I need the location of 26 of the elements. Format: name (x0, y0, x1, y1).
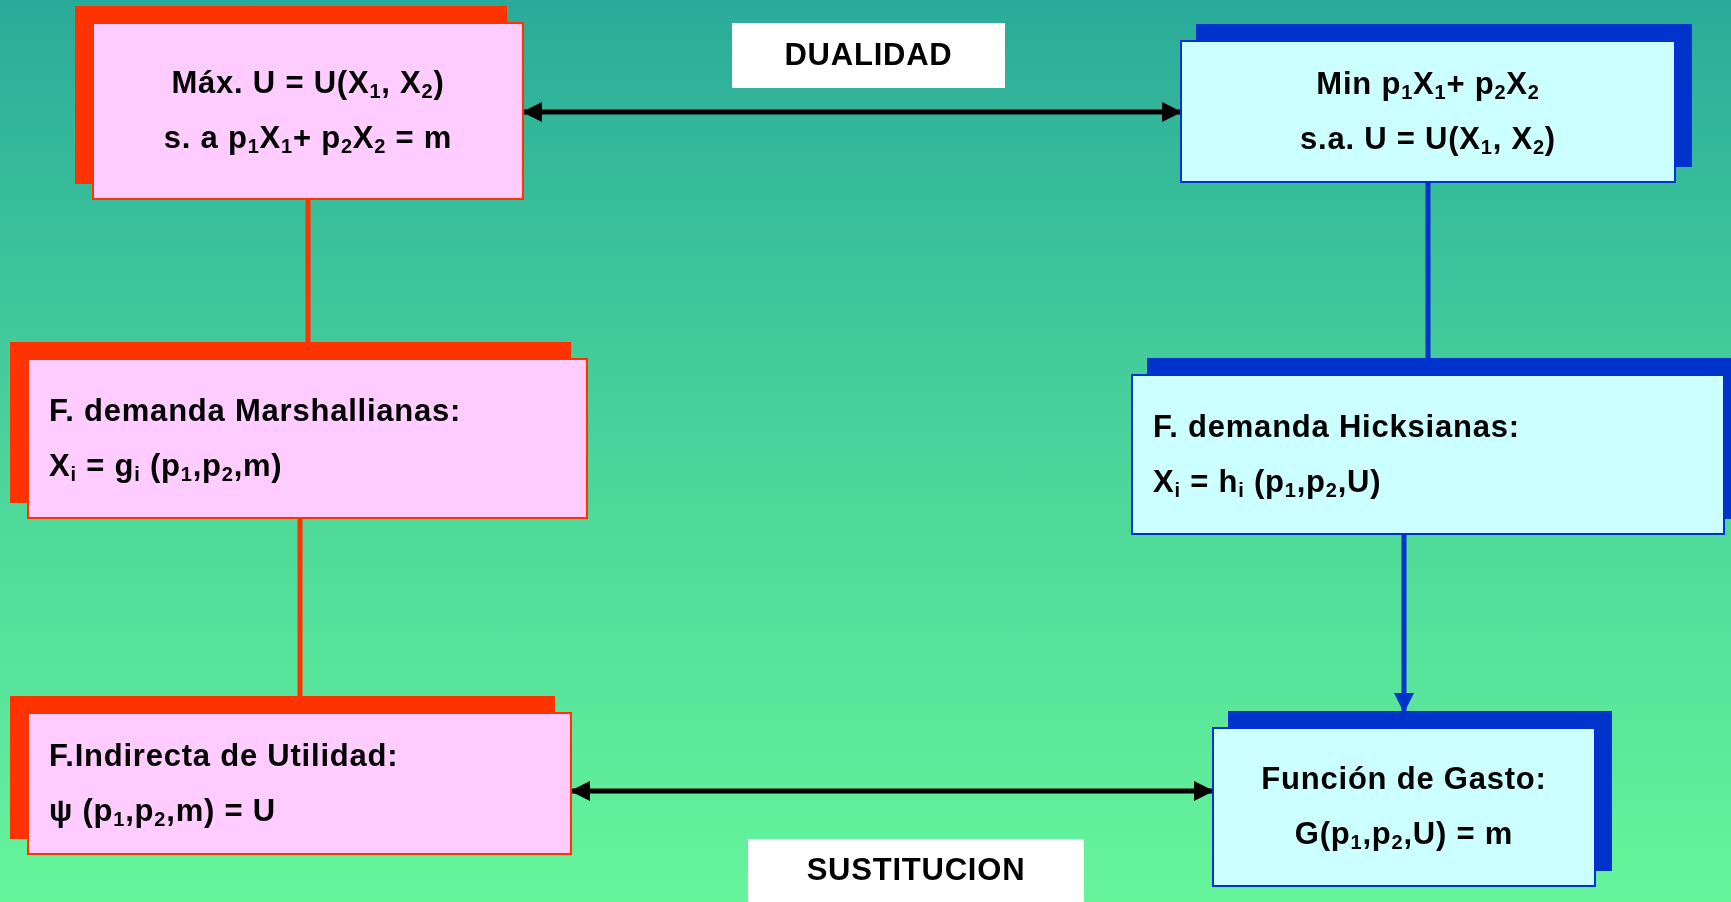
formula-text: s.a. U = U(X$_{1}$, X$_{2}$) (1300, 119, 1556, 159)
formula-text: X$_{i}$ = g$_{i}$ (p$_{1}$,p$_{2}$,m) (49, 446, 283, 486)
formula-heading: Máx. U = U(X$_{1}$, X$_{2}$) (171, 64, 445, 103)
formula-text: ψ (p$_{1}$,p$_{2}$,m) = U (49, 791, 276, 831)
section-label: SUSTITUCION (806, 851, 1026, 890)
connector-line (1425, 183, 1431, 358)
formula-box (1131, 374, 1725, 535)
connector-line (305, 200, 311, 342)
formula-box (27, 712, 572, 855)
formula-heading: F. demanda Marshallianas: (49, 391, 462, 430)
formula-heading: F. demanda Hicksianas: (1153, 407, 1520, 446)
formula-box (1180, 40, 1676, 183)
formula-box (1212, 727, 1596, 887)
formula-text: s. a p$_{1}$X$_{1}$+ p$_{2}$X$_{2}$ = m (163, 119, 453, 158)
formula-text: X$_{i}$ = h$_{i}$ (p$_{1}$,p$_{2}$,U) (1153, 462, 1382, 502)
label-box (732, 23, 1005, 88)
connector-line (297, 519, 303, 696)
formula-box (92, 22, 524, 200)
formula-heading: F.Indirecta de Utilidad: (49, 736, 399, 775)
formula-heading: Función de Gasto: (1261, 760, 1547, 799)
formula-box (27, 358, 588, 519)
arrow (1394, 535, 1414, 713)
formula-heading: Min p$_{1}$X$_{1}$+ p$_{2}$X$_{2}$ (1316, 64, 1540, 104)
section-label: DUALIDAD (784, 36, 953, 75)
formula-text: G(p$_{1}$,p$_{2}$,U) = m (1294, 815, 1514, 854)
label-box (748, 839, 1084, 902)
